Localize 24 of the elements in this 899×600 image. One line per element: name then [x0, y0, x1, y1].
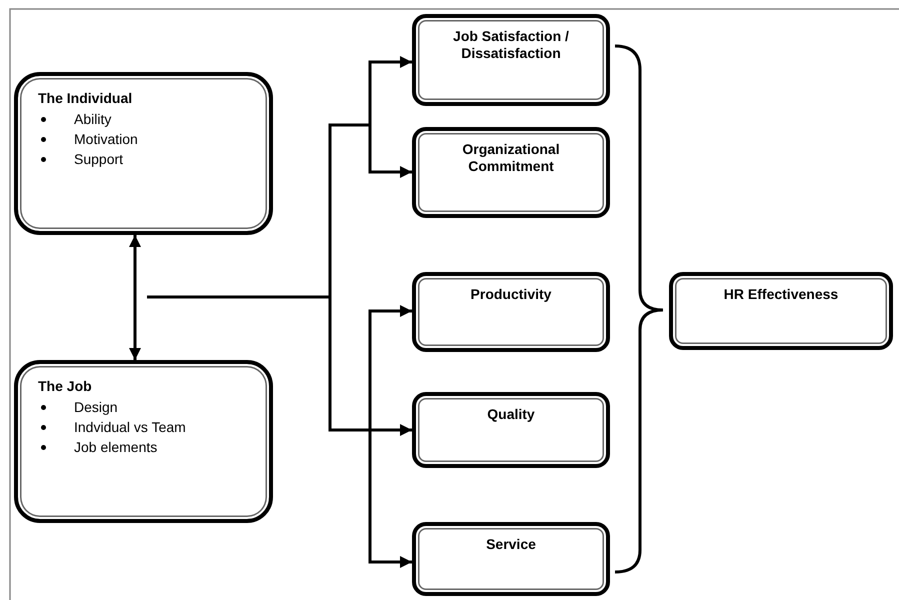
box-label: Job Satisfaction / Dissatisfaction [452, 28, 570, 62]
list-item: Support [74, 151, 124, 167]
box-heading: The Individual [38, 90, 132, 106]
box-label: Productivity [470, 286, 552, 303]
box-label: HR Effectiveness [722, 286, 840, 303]
rounded-box [14, 72, 273, 235]
box-heading: The Job [38, 378, 92, 394]
rounded-box [14, 360, 273, 523]
list-item: Indvidual vs Team [74, 419, 186, 435]
rounded-box [669, 272, 893, 350]
box-label: Organizational Commitment [461, 141, 561, 175]
box-label: Quality [486, 406, 536, 423]
arrow [147, 296, 412, 568]
list-item: Motivation [74, 131, 138, 147]
rounded-box [412, 127, 610, 218]
list-item: Ability [74, 111, 112, 127]
box-label: Service [485, 536, 537, 553]
rounded-box [412, 392, 610, 468]
list-item: Design [74, 399, 118, 415]
list-item: Job elements [74, 439, 158, 455]
rounded-box [412, 272, 610, 352]
rounded-box [412, 14, 610, 106]
rounded-box [412, 522, 610, 596]
arrow [129, 235, 141, 360]
